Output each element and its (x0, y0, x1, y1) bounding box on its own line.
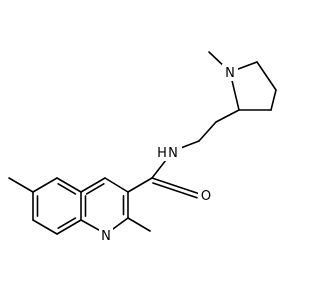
atom-label-quinoline-n: N (101, 229, 111, 244)
double-bond-inner (57, 183, 77, 195)
double-bond-inner (85, 183, 105, 195)
atom-label-bg (164, 143, 182, 161)
bond (215, 109, 240, 123)
atom-label-bg (99, 227, 113, 243)
bond (56, 219, 82, 235)
atom-label-bg (198, 187, 214, 204)
double-bond-inner (57, 217, 77, 229)
bond (198, 121, 217, 142)
bond (231, 78, 240, 111)
bond (256, 61, 277, 91)
bond (127, 177, 153, 193)
bond (127, 217, 151, 232)
bond (56, 177, 82, 193)
bond (110, 217, 129, 232)
atom-label-amide-h: H (157, 146, 167, 161)
bond (80, 177, 106, 193)
atom-label-carbonyl-o: O (201, 189, 211, 204)
bond (236, 61, 258, 71)
bond (104, 177, 129, 193)
bond (151, 177, 200, 195)
atom-label-pyrrolidine-n: N (225, 66, 235, 81)
bond (270, 89, 277, 111)
molecule-structure: N N H O N (8, 51, 277, 244)
bond (80, 219, 102, 232)
atom-label-layer: N N H O N (99, 64, 238, 244)
bond (32, 219, 58, 235)
atom-label-amide-n: N (168, 146, 178, 161)
bond (179, 140, 200, 149)
atom-label-bg (222, 64, 238, 81)
bond (8, 177, 34, 193)
double-bond-inner (152, 182, 198, 199)
bond (208, 51, 226, 68)
bond (32, 177, 58, 193)
